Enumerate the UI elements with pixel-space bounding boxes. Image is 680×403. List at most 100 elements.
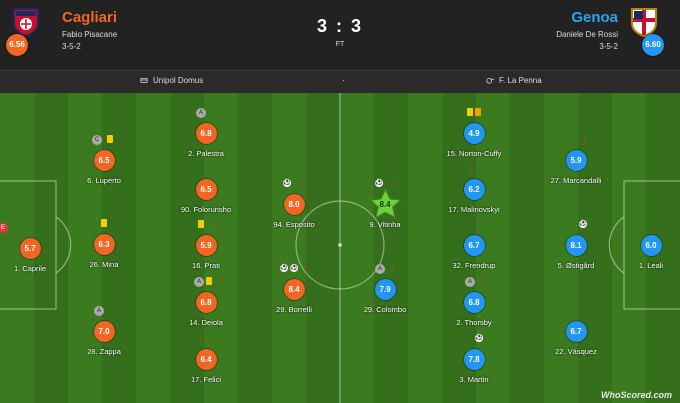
home-player-zappa[interactable]: A 7.0 28. Zappa: [59, 306, 149, 356]
player-rating: 5.9: [565, 150, 587, 171]
player-rating: 6.5: [195, 179, 217, 200]
player-name: 16. Prati: [192, 261, 220, 270]
away-player-malinovskyi[interactable]: ↓ 6.2 17. Malinovskyi: [429, 164, 519, 215]
sub-off-icon: ↓: [302, 263, 308, 274]
match-header: 6.56 Cagliari Fabio Pisacane 3-5-2 3 : 3…: [0, 0, 680, 70]
home-coach: Fabio Pisacane: [62, 30, 118, 39]
player-name: 22. Vásquez: [555, 347, 597, 356]
goal-icon: ⚽: [290, 264, 298, 272]
player-rating: 6.2: [463, 179, 485, 200]
sub-off-icon: ↓: [198, 333, 204, 344]
e-icon: E: [0, 223, 8, 233]
info-separator: ·: [342, 76, 345, 85]
home-player-caprile[interactable]: E 5.7 1. Caprile: [0, 223, 75, 273]
yellow-card-icon: [107, 135, 113, 143]
player-rating: 6.8: [195, 123, 217, 144]
player-rating: 8.4: [368, 188, 402, 219]
sub-off-icon: ↓: [212, 219, 218, 230]
home-player-deiola[interactable]: A ↓ 6.8 14. Deiola: [161, 277, 251, 328]
referee: F. La Penna: [486, 76, 542, 85]
away-player-colombo[interactable]: A ↓ 7.9 29. Colombo: [340, 264, 430, 315]
match-info-bar: Unipol Domus · F. La Penna: [0, 70, 680, 94]
player-rating: 7.9: [374, 279, 396, 300]
assist-icon: A: [465, 277, 475, 287]
yellow-card-icon: [206, 277, 212, 285]
sub-off-icon: ↓: [468, 163, 474, 174]
goal-icon: ⚽: [280, 264, 288, 272]
player-name: 15. Norton-Cuffy: [446, 149, 502, 158]
player-rating: 6.3: [93, 234, 115, 255]
player-name: 1. Leali: [638, 261, 664, 270]
player-rating: 8.4: [283, 279, 305, 300]
away-formation: 3-5-2: [599, 42, 618, 51]
away-player-leali[interactable]: 6.0 1. Leali: [606, 235, 680, 270]
goal-icon: ⚽: [475, 334, 483, 342]
player-rating: 6.7: [463, 235, 485, 256]
player-name: 14. Deiola: [189, 318, 223, 327]
player-name: 17. Malinovskyi: [448, 205, 500, 214]
assist-icon: A: [194, 277, 204, 287]
player-name: 1. Caprile: [13, 264, 47, 273]
away-player-frendrup[interactable]: 6.7 32. Frendrup: [429, 235, 519, 270]
player-rating: 4.9: [463, 123, 485, 144]
player-rating: 6.4: [195, 349, 217, 370]
home-player-prati[interactable]: ↓ 5.9 16. Prati: [161, 220, 251, 271]
player-name: 5. Østigård: [557, 261, 595, 270]
sub-off-icon: ↓: [389, 178, 395, 189]
away-team-name[interactable]: Genoa: [571, 9, 618, 26]
player-name: 26. Mina: [89, 260, 119, 269]
player-name: 29. Borrelli: [276, 305, 312, 314]
pitch: E 5.7 1. Caprile C 6.5 6. Luperto 6.3 26…: [0, 93, 680, 403]
sub-off-icon: ↓: [218, 276, 224, 287]
away-player-martin[interactable]: ⚽ 7.8 3. Martin: [429, 334, 519, 384]
away-player-norton-cuffy[interactable]: 4.9 15. Norton-Cuffy: [429, 108, 519, 158]
home-team-name[interactable]: Cagliari: [62, 9, 118, 26]
captain-icon: C: [92, 135, 102, 145]
player-name: 2. Thorsby: [456, 318, 492, 327]
home-player-mina[interactable]: 6.3 26. Mina: [59, 219, 149, 269]
away-player-vasquez[interactable]: 6.7 22. Vásquez: [531, 321, 621, 356]
away-player-thorsby[interactable]: A ↓ 6.8 2. Thorsby: [429, 277, 519, 328]
player-name: 28. Zappa: [87, 347, 121, 356]
referee-label: F. La Penna: [499, 76, 542, 85]
cagliari-crest-icon: [13, 8, 39, 38]
home-player-felici[interactable]: ↓ 6.4 17. Felici: [161, 334, 251, 385]
home-player-esposito[interactable]: ⚽ ↓ 8.0 94. Esposito: [249, 179, 339, 230]
sub-off-icon: ↓: [582, 134, 588, 145]
player-name: 17. Felici: [190, 375, 221, 384]
player-rating: 5.7: [19, 238, 41, 259]
home-player-borrelli[interactable]: ⚽ ⚽ ↓ 8.4 29. Borrelli: [249, 264, 339, 315]
venue: Unipol Domus: [140, 76, 203, 85]
away-player-marcandalli[interactable]: ↓ 5.9 27. Marcandalli: [531, 135, 621, 186]
away-player-vitinha[interactable]: ⚽ ↓ 8.4 9. Vitinha: [340, 179, 430, 229]
home-player-palestra[interactable]: A 6.8 2. Palestra: [161, 108, 251, 158]
player-rating: 6.8: [195, 292, 217, 313]
venue-label: Unipol Domus: [153, 76, 204, 85]
red-card-icon: [475, 108, 481, 116]
goal-icon: ⚽: [283, 179, 291, 187]
match-status: FT: [335, 41, 345, 48]
stadium-icon: [140, 78, 148, 83]
home-player-luperto[interactable]: C 6.5 6. Luperto: [59, 135, 149, 185]
away-coach: Daniele De Rossi: [556, 30, 618, 39]
whoscored-logo: WhoScored.com: [600, 390, 672, 400]
player-name: 6. Luperto: [87, 176, 121, 185]
score: 3 : 3: [316, 16, 364, 36]
yellow-card-icon: [198, 220, 204, 228]
player-rating: 6.0: [640, 235, 662, 256]
player-rating: 8.1: [565, 235, 587, 256]
player-rating: 7.0: [93, 321, 115, 342]
goal-icon: ⚽: [579, 220, 587, 228]
genoa-crest-icon: [631, 8, 657, 38]
player-rating: 7.8: [463, 349, 485, 370]
assist-icon: A: [375, 264, 385, 274]
home-player-folorunsho[interactable]: 6.5 90. Folorunsho: [161, 179, 251, 214]
whistle-icon: [486, 78, 494, 84]
player-name: 27. Marcandalli: [550, 176, 602, 185]
sub-off-icon: ↓: [297, 178, 303, 189]
assist-icon: A: [94, 306, 104, 316]
away-player-ostigard[interactable]: ⚽ 8.1 5. Østigård: [531, 220, 621, 270]
goal-icon: ⚽: [375, 179, 383, 187]
sub-off-icon: ↓: [478, 276, 484, 287]
